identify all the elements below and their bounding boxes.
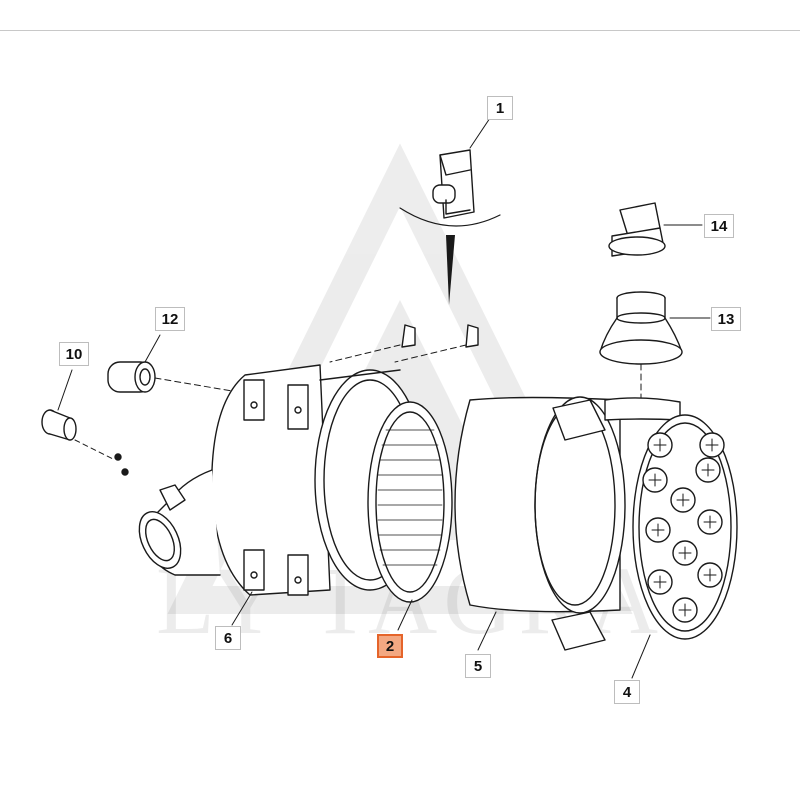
part-5-canister (454, 396, 681, 651)
callout-10[interactable]: 10 (59, 342, 89, 366)
callout-2-highlighted[interactable]: 2 (377, 634, 403, 658)
part-13-elbow (599, 291, 711, 365)
part-2-filter-element (367, 401, 453, 631)
part-14-valve-cap (608, 202, 703, 257)
callout-13[interactable]: 13 (711, 307, 741, 331)
callout-5[interactable]: 5 (465, 654, 491, 678)
callout-1[interactable]: 1 (487, 96, 513, 120)
part-6-inlet-housing (138, 364, 331, 626)
part-12-cap (107, 334, 239, 393)
callout-6[interactable]: 6 (215, 626, 241, 650)
callout-4[interactable]: 4 (614, 680, 640, 704)
callout-12[interactable]: 12 (155, 307, 185, 331)
part-10-fitting (41, 369, 129, 476)
callout-14[interactable]: 14 (704, 214, 734, 238)
top-divider (0, 30, 800, 31)
part-1-clip (399, 117, 501, 305)
part-4-end-cover (631, 363, 738, 679)
